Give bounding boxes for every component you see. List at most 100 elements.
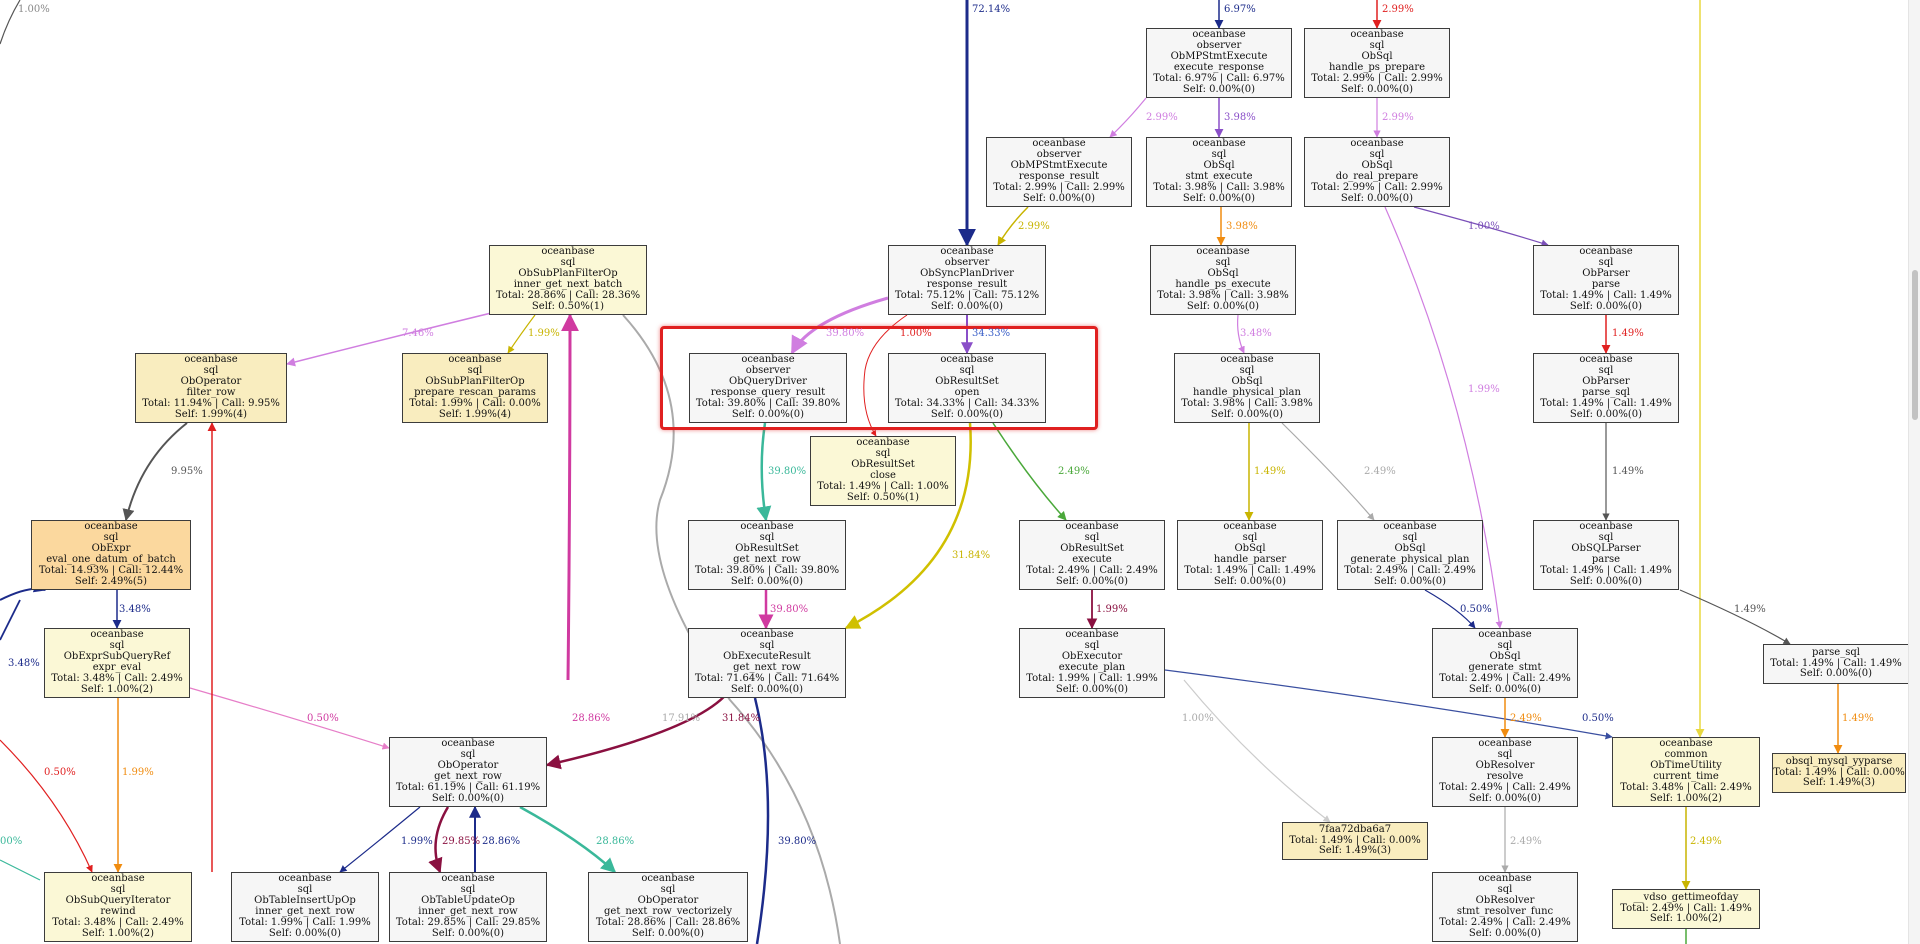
edge-label: 3.48% [119, 604, 151, 615]
edge-label: 34.33% [972, 328, 1011, 339]
node-text-line: oceanbase [90, 629, 144, 641]
node-text-line: oceanbase [1192, 29, 1246, 41]
node-text-line: do_real_prepare [1335, 171, 1419, 182]
node-text-line: Self: 0.00%(0) [431, 927, 505, 939]
node-text-line: stmt_execute [1185, 171, 1253, 182]
node-text-line: handle_physical_plan [1193, 387, 1301, 398]
edge-label: 17.91% [662, 713, 701, 724]
node-text-line: oceanbase [740, 629, 794, 641]
edge-label: 1.00% [900, 328, 932, 339]
node-text-line: rewind [100, 906, 136, 917]
node-text-line: stmt_resolver_func [1456, 906, 1554, 917]
node-text-line: ObExpr [91, 543, 131, 555]
node-text-line: ObSubQueryIterator [65, 895, 171, 907]
node-text-line: get_next_row_vectorizely [604, 906, 732, 917]
edge-line [756, 422, 772, 522]
node-text-line: Total: 71.64% | Call: 71.64% [694, 672, 840, 684]
node-text-line: parse [1591, 279, 1621, 290]
edge-line [1281, 422, 1375, 521]
edge-label: 1.99% [401, 836, 433, 847]
node-text-line: sql [460, 884, 476, 896]
node-text-line: handle_ps_prepare [1328, 62, 1426, 73]
node-text-line: oceanbase [184, 354, 238, 366]
node-text-line: Total: 11.94% | Call: 9.95% [142, 397, 280, 409]
node-text-line: ObOperator [180, 376, 242, 388]
edge-line [1384, 206, 1503, 629]
node-text-line: sql [1084, 532, 1100, 544]
node-text-line: oceanbase [1478, 873, 1532, 885]
node-text-line: ObSql [1489, 651, 1521, 663]
node-text-line: ObSubPlanFilterOp [425, 376, 525, 388]
node-text-line: 7faa72dba6a7 [1318, 823, 1392, 835]
node-text-line: observer [1036, 149, 1082, 161]
node-text-line: ObResultSet [1060, 543, 1124, 555]
edge-label: 00% [0, 836, 23, 847]
node-text-line: oceanbase [1196, 246, 1250, 258]
node-text-line: sql [1369, 149, 1385, 161]
node-text-line: Self: 0.00%(0) [1182, 192, 1256, 204]
node-text-line: sql [560, 257, 576, 269]
node-text-line: oceanbase [441, 738, 495, 750]
node-text-line: Self: 1.00%(2) [1649, 913, 1723, 925]
node-text-line: sql [1211, 149, 1227, 161]
edge-line [545, 689, 731, 770]
node-text-line: ObSql [1231, 376, 1263, 388]
node-text-line: sql [759, 640, 775, 652]
node-text-line: ObMPStmtExecute [1010, 160, 1108, 172]
vertical-scrollbar[interactable] [1908, 0, 1920, 944]
node-text-line: oceanbase [940, 354, 994, 366]
node-text-line: sql [109, 640, 125, 652]
edge-label: 28.86% [482, 836, 521, 847]
scrollbar-thumb[interactable] [1912, 270, 1918, 420]
node-text-line: Total: 2.99% | Call: 2.99% [993, 181, 1125, 193]
node-text-line: oceanbase [1659, 738, 1713, 750]
edge-line [339, 806, 421, 873]
edge-line [0, 859, 41, 881]
edge-line [1424, 589, 1476, 629]
node-text-line: common [1664, 749, 1708, 761]
node-text-line: Self: 0.00%(0) [730, 683, 804, 695]
node-text-line: sql [110, 884, 126, 896]
edge-label: 1.99% [1096, 604, 1128, 615]
highlight-box [660, 326, 1098, 430]
node-text-line: Total: 1.49% | Call: 0.00% [1773, 766, 1905, 778]
